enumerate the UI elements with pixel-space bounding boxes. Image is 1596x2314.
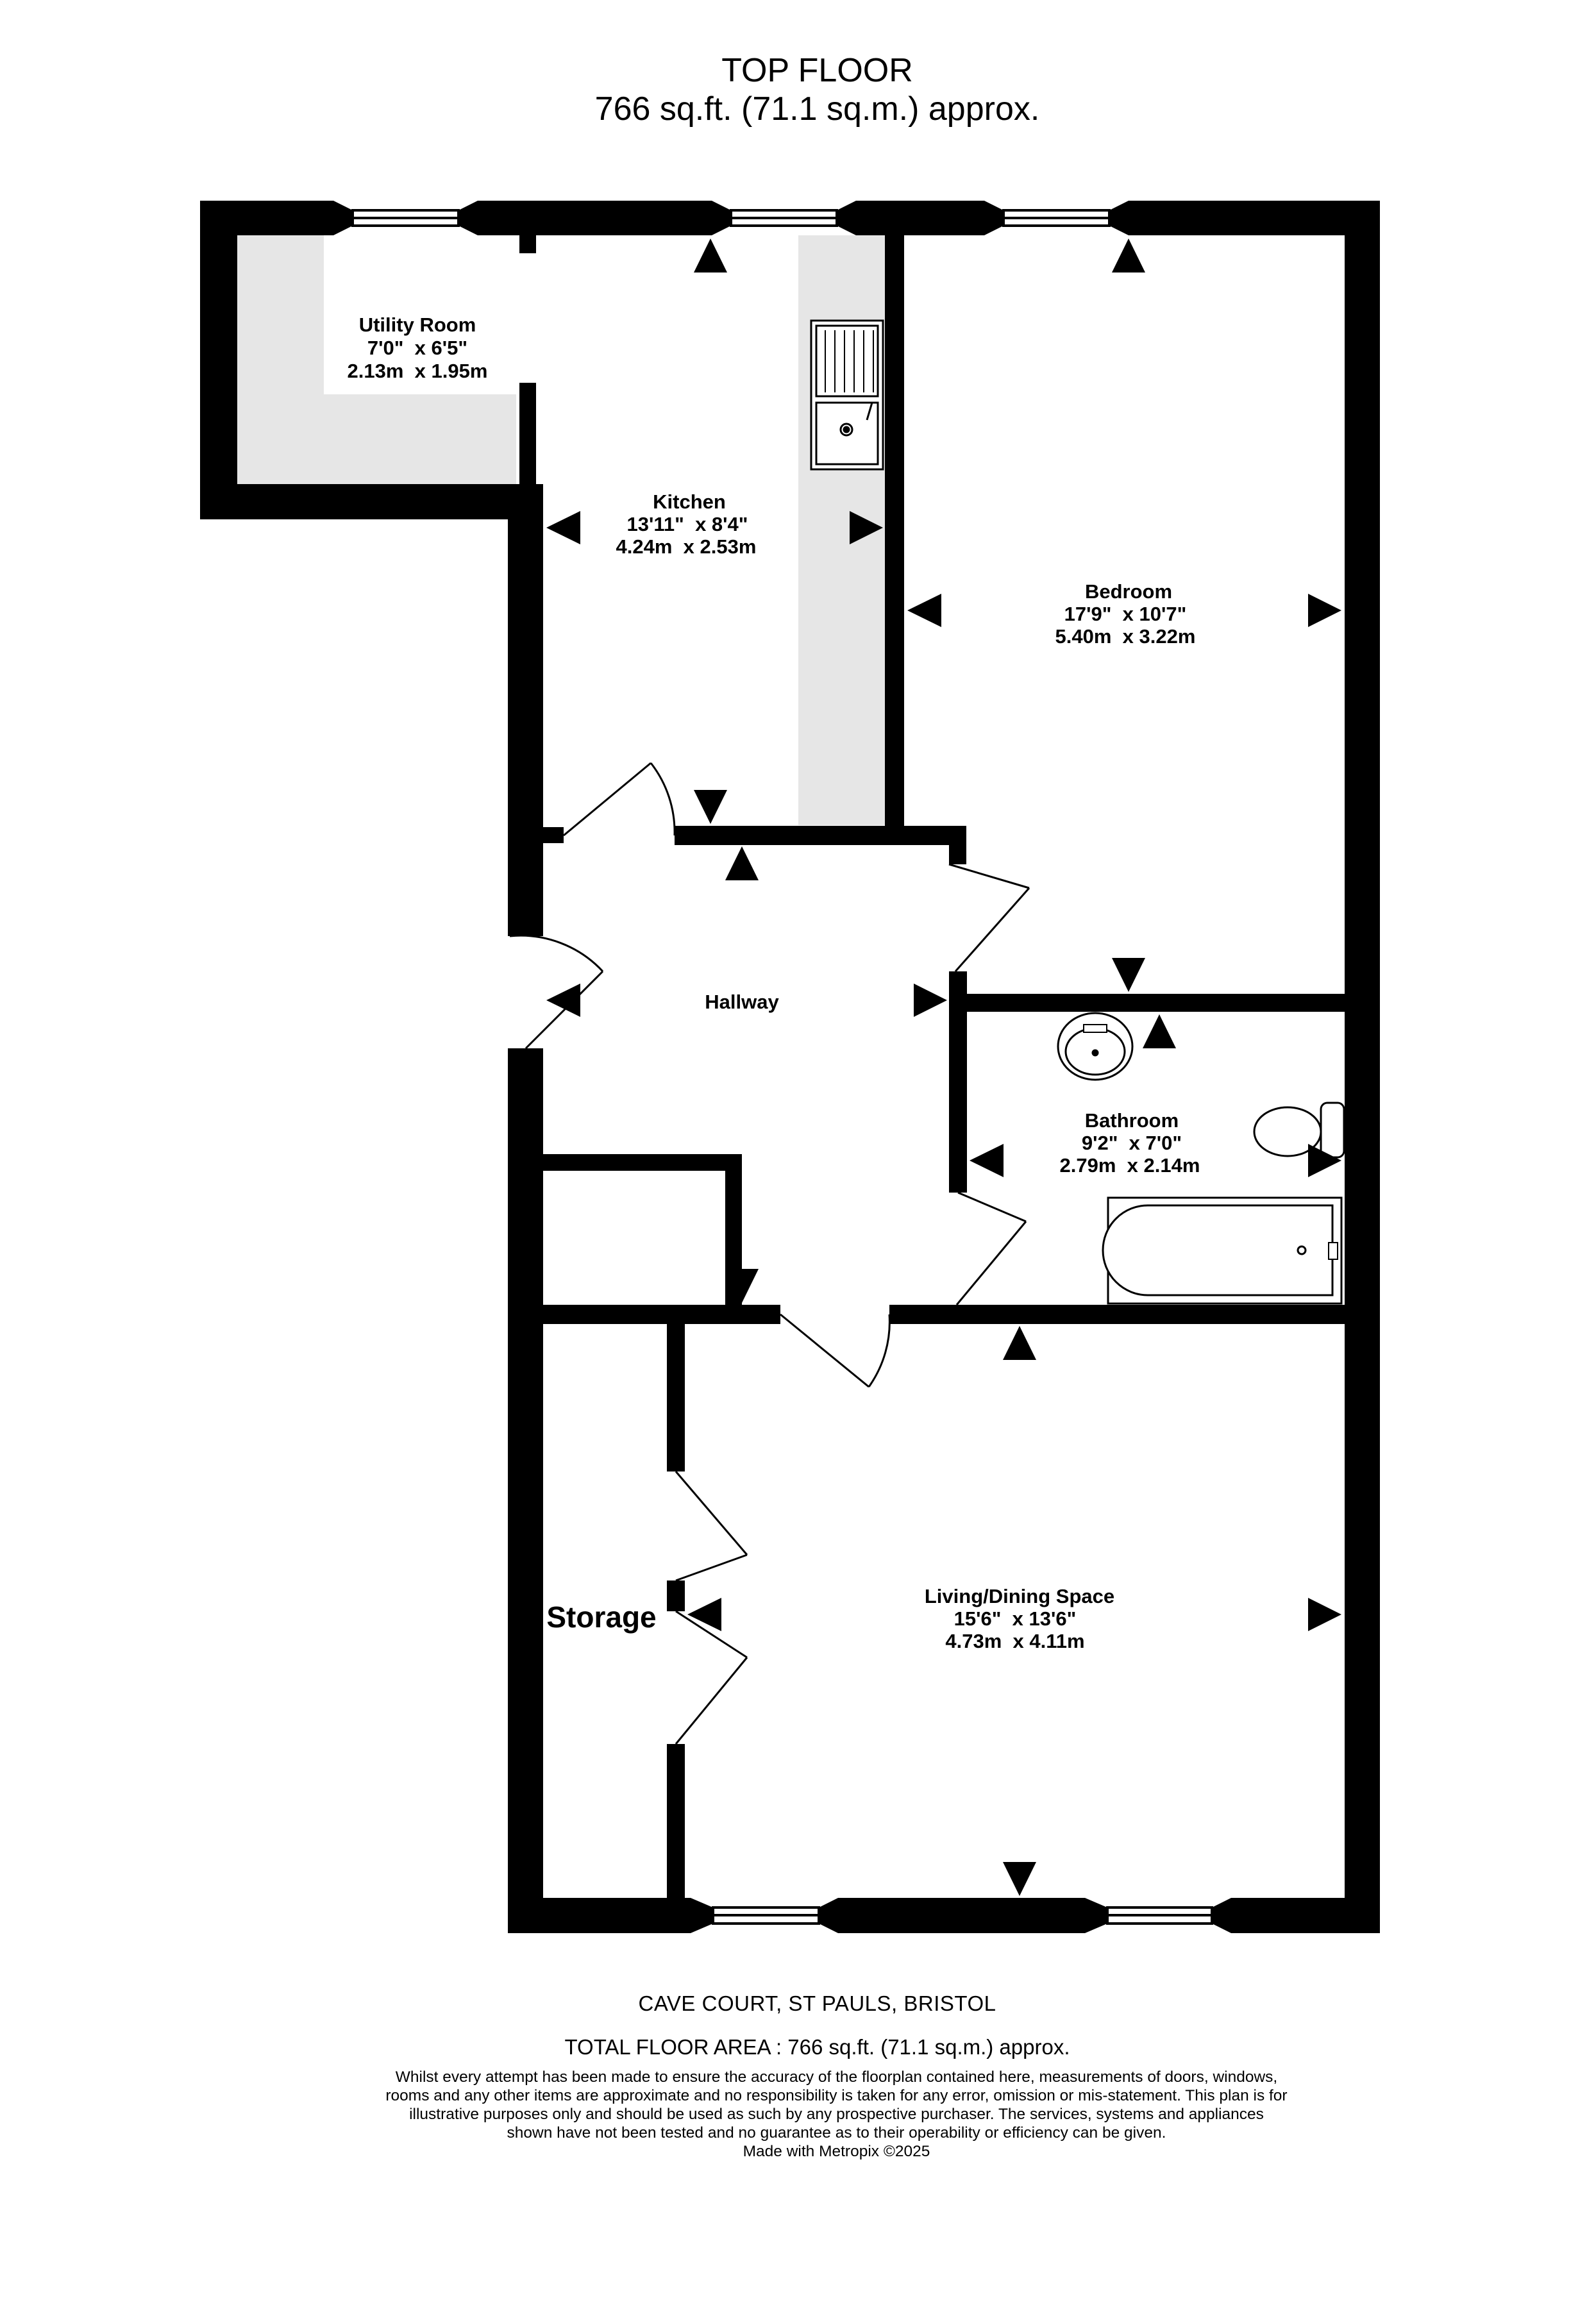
total-floor-area: TOTAL FLOOR AREA : 766 sq.ft. (71.1 sq.m… — [564, 2035, 1070, 2059]
window-living-left — [691, 1898, 838, 1933]
door-entrance — [509, 934, 604, 1050]
arrow-hall-bottom — [725, 1269, 759, 1303]
wall-hall-living-a — [508, 1305, 780, 1324]
bathtub-icon — [1102, 1196, 1343, 1305]
wall-closet-top — [543, 1154, 742, 1171]
utility-name: Utility Room — [359, 314, 476, 336]
arrow-bath-top — [1143, 1014, 1176, 1048]
room-labels: Utility Room 7'0" x 6'5" 2.13m x 1.95m K… — [348, 314, 1200, 1652]
wall-storage-a — [667, 1324, 685, 1471]
door-storage-lower — [675, 1610, 748, 1745]
kitchen-metric: 4.24m x 2.53m — [616, 535, 757, 558]
wall-hall-bath-a — [949, 971, 967, 1010]
arrow-kitchen-top — [694, 239, 727, 272]
disclaimer: Whilst every attempt has been made to en… — [0, 2068, 1596, 2161]
wall-top-3 — [856, 201, 984, 235]
kitchen-sink-icon — [810, 319, 884, 471]
credit-text: Made with Metropix ©2025 — [743, 2143, 930, 2160]
arrow-living-left — [687, 1598, 721, 1631]
wall-kitchen-left — [508, 484, 543, 843]
wall-bed-bath — [949, 994, 1345, 1012]
wall-kitchen-bedroom — [885, 201, 904, 840]
arrow-bedroom-top — [1112, 239, 1145, 272]
fixtures — [810, 319, 1345, 1305]
wall-bottom-1 — [508, 1898, 691, 1933]
bedroom-imperial: 17'9" x 10'7" — [1064, 603, 1187, 625]
arrow-bedroom-bottom — [1112, 958, 1145, 992]
wall-top-2 — [478, 201, 712, 235]
arrow-kitchen-left — [546, 511, 580, 544]
windows — [333, 201, 1231, 1933]
property-address: CAVE COURT, ST PAULS, BRISTOL — [638, 1991, 996, 2015]
arrow-bedroom-left — [907, 594, 941, 627]
living-name: Living/Dining Space — [925, 1585, 1114, 1607]
arrow-bath-left — [970, 1144, 1004, 1177]
arrow-hall-right — [914, 984, 947, 1017]
window-living-right — [1085, 1898, 1231, 1933]
bathroom-imperial: 9'2" x 7'0" — [1082, 1132, 1182, 1154]
door-bathroom — [955, 1191, 1027, 1305]
wall-top-4 — [1129, 201, 1380, 235]
wall-bottom-2 — [838, 1898, 1085, 1933]
wall-hall-left-b — [508, 1048, 543, 1933]
wall-utility-bottom — [200, 484, 543, 519]
wall-hall-left-a — [508, 843, 543, 936]
arrow-bedroom-right — [1308, 594, 1341, 627]
utility-shade — [237, 235, 516, 484]
wall-utility-kitchen-b — [519, 383, 536, 484]
basin-icon — [1057, 1012, 1134, 1081]
bathroom-metric: 2.79m x 2.14m — [1060, 1154, 1200, 1177]
utility-metric: 2.13m x 1.95m — [348, 360, 488, 382]
kitchen-name: Kitchen — [653, 490, 726, 513]
wall-hall-living-b — [889, 1305, 1345, 1324]
arrow-hall-left — [546, 984, 580, 1017]
window-kitchen — [712, 201, 856, 235]
floor-area-header: 766 sq.ft. (71.1 sq.m.) approx. — [594, 90, 1040, 128]
wall-kitchen-hall — [675, 826, 966, 845]
wall-bottom-3 — [1231, 1898, 1380, 1933]
bathroom-name: Bathroom — [1085, 1109, 1179, 1132]
wall-kitchen-left-stub — [508, 827, 564, 843]
hallway-name: Hallway — [705, 991, 779, 1013]
utility-imperial: 7'0" x 6'5" — [367, 337, 467, 359]
doors — [509, 762, 1030, 1745]
arrow-kitchen-bottom — [694, 790, 727, 824]
kitchen-imperial: 13'11" x 8'4" — [627, 513, 748, 535]
bedroom-name: Bedroom — [1085, 580, 1172, 603]
arrow-living-top — [1003, 1326, 1036, 1360]
door-kitchen — [563, 762, 676, 837]
wall-utility-left — [200, 201, 237, 519]
dimension-arrows — [546, 239, 1341, 1896]
arrow-living-right — [1308, 1598, 1341, 1631]
window-bedroom — [984, 201, 1129, 235]
window-utility — [333, 201, 478, 235]
toilet-icon — [1253, 1102, 1345, 1159]
walls — [200, 201, 1380, 1933]
arrow-bath-right — [1308, 1144, 1341, 1177]
bedroom-metric: 5.40m x 3.22m — [1055, 625, 1196, 648]
wall-utility-kitchen-a — [519, 235, 536, 253]
arrow-kitchen-right — [850, 511, 883, 544]
disclaimer-text: Whilst every attempt has been made to en… — [385, 2068, 1288, 2142]
living-metric: 4.73m x 4.11m — [945, 1630, 1084, 1652]
wall-hall-right-stub — [949, 826, 966, 864]
wall-hall-bath-b — [949, 1010, 967, 1193]
storage-name: Storage — [546, 1600, 656, 1634]
wall-storage-c — [667, 1744, 685, 1898]
door-living — [780, 1313, 891, 1388]
arrow-hall-top — [725, 846, 759, 880]
door-bedroom — [948, 863, 1030, 972]
wall-right — [1345, 201, 1380, 1933]
living-imperial: 15'6" x 13'6" — [954, 1607, 1077, 1630]
arrow-living-bottom — [1003, 1862, 1036, 1896]
wall-storage-b — [667, 1580, 685, 1611]
floor-title: TOP FLOOR — [721, 52, 913, 89]
door-storage-upper — [675, 1471, 748, 1582]
